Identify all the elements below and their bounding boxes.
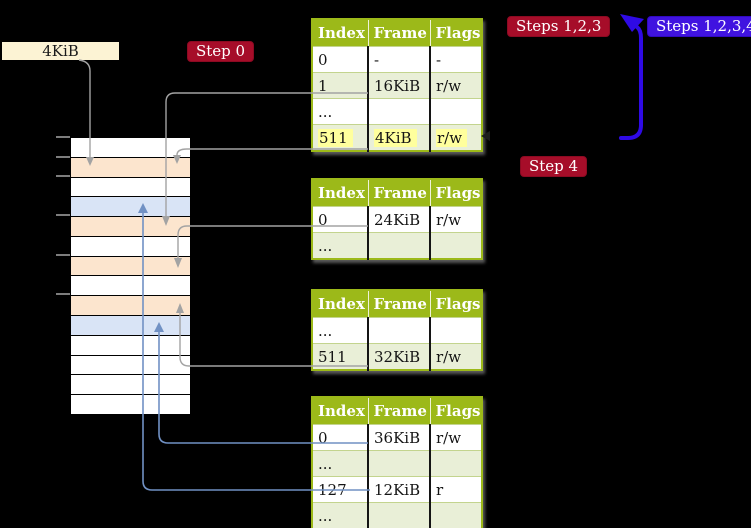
memory-frame-row: [71, 256, 190, 277]
steps123-badge: Steps 1,2,3: [507, 16, 611, 37]
memory-frame-row: [71, 236, 190, 257]
memory-frame-row: [71, 217, 190, 237]
highlighted-value: 511: [318, 128, 353, 147]
cell: 511: [312, 343, 369, 370]
table-row: 1 16KiB r/w: [312, 72, 482, 99]
address-tick: [56, 214, 70, 216]
page-table-4: Index Frame Flags 0 36KiB r/w ... 127 12…: [311, 396, 483, 528]
cell: [430, 450, 482, 477]
cell: ...: [312, 502, 369, 528]
cell: r/w: [430, 206, 482, 233]
table-row: ...: [312, 232, 482, 259]
page-table-2: Index Frame Flags 0 24KiB r/w ...: [311, 178, 483, 260]
column-header: Flags: [430, 179, 482, 207]
physical-memory-column: [70, 137, 191, 415]
address-tick: [56, 156, 70, 158]
cell: 511: [312, 124, 369, 151]
recursive-loop-arrow: [619, 14, 644, 140]
cell: ...: [312, 450, 369, 477]
cell: [430, 502, 482, 528]
table-row: ...: [312, 317, 482, 344]
cell: [368, 232, 431, 259]
highlighted-value: r/w: [436, 128, 468, 147]
step4-badge: Step 4: [520, 156, 588, 177]
cell: [368, 502, 431, 528]
memory-frame-row: [71, 395, 190, 414]
address-tick: [56, 293, 70, 295]
cell: [368, 450, 431, 477]
cell: ...: [312, 317, 369, 344]
address-tick: [56, 175, 70, 177]
memory-frame-row: [71, 177, 190, 198]
table-header-row: Index Frame Flags: [312, 179, 482, 207]
memory-frame-row: [71, 138, 190, 158]
cell: 24KiB: [368, 206, 431, 233]
column-header: Frame: [368, 19, 431, 47]
cell: r/w: [430, 424, 482, 451]
cell: [368, 317, 431, 344]
column-header: Index: [312, 290, 369, 318]
cell: 12KiB: [368, 476, 431, 503]
memory-frame-row: [71, 375, 190, 396]
table-row: 0 24KiB r/w: [312, 206, 482, 233]
memory-frame-row: [71, 355, 190, 376]
table-row: 0 - -: [312, 46, 482, 73]
column-header: Frame: [368, 179, 431, 207]
table-row: ...: [312, 450, 482, 477]
cell: 0: [312, 206, 369, 233]
table-row: ...: [312, 502, 482, 528]
column-header: Index: [312, 19, 369, 47]
cell: ...: [312, 232, 369, 259]
memory-frame-row: [71, 335, 190, 356]
table-header-row: Index Frame Flags: [312, 397, 482, 425]
cell: r/w: [430, 72, 482, 99]
steps1234-badge: Steps 1,2,3,4: [647, 16, 751, 37]
cell: [430, 98, 482, 125]
column-header: Frame: [368, 290, 431, 318]
page-table-3: Index Frame Flags ... 511 32KiB r/w: [311, 289, 483, 371]
cell: r/w: [430, 343, 482, 370]
cell: 16KiB: [368, 72, 431, 99]
memory-frame-row: [71, 316, 190, 336]
cell: 32KiB: [368, 343, 431, 370]
table-row: 0 36KiB r/w: [312, 424, 482, 451]
table-header-row: Index Frame Flags: [312, 290, 482, 318]
column-header: Index: [312, 397, 369, 425]
memory-frame-row: [71, 296, 190, 317]
frame-size-label: 4KiB: [2, 42, 119, 60]
cell: 36KiB: [368, 424, 431, 451]
cell: [430, 232, 482, 259]
cell: -: [368, 46, 431, 73]
cell: 1: [312, 72, 369, 99]
table-header-row: Index Frame Flags: [312, 19, 482, 47]
cell: r: [430, 476, 482, 503]
cell: -: [430, 46, 482, 73]
address-tick: [56, 254, 70, 256]
cell: 4KiB: [368, 124, 431, 151]
table-row: 511 32KiB r/w: [312, 343, 482, 370]
address-tick: [56, 136, 70, 138]
highlighted-value: 4KiB: [374, 128, 417, 147]
table-row: 127 12KiB r: [312, 476, 482, 503]
memory-frame-row: [71, 276, 190, 297]
memory-frame-row: [71, 157, 190, 178]
cell: 0: [312, 46, 369, 73]
column-header: Frame: [368, 397, 431, 425]
column-header: Flags: [430, 397, 482, 425]
column-header: Flags: [430, 290, 482, 318]
cell: [368, 98, 431, 125]
step0-badge: Step 0: [187, 41, 255, 62]
table-row: ...: [312, 98, 482, 125]
cell: [430, 317, 482, 344]
cell: r/w: [430, 124, 482, 151]
cell: 127: [312, 476, 369, 503]
column-header: Flags: [430, 19, 482, 47]
table-row-highlighted: 511 4KiB r/w: [312, 124, 482, 151]
cell: ...: [312, 98, 369, 125]
memory-frame-row: [71, 197, 190, 218]
cell: 0: [312, 424, 369, 451]
page-table-1: Index Frame Flags 0 - - 1 16KiB r/w ... …: [311, 18, 483, 152]
column-header: Index: [312, 179, 369, 207]
